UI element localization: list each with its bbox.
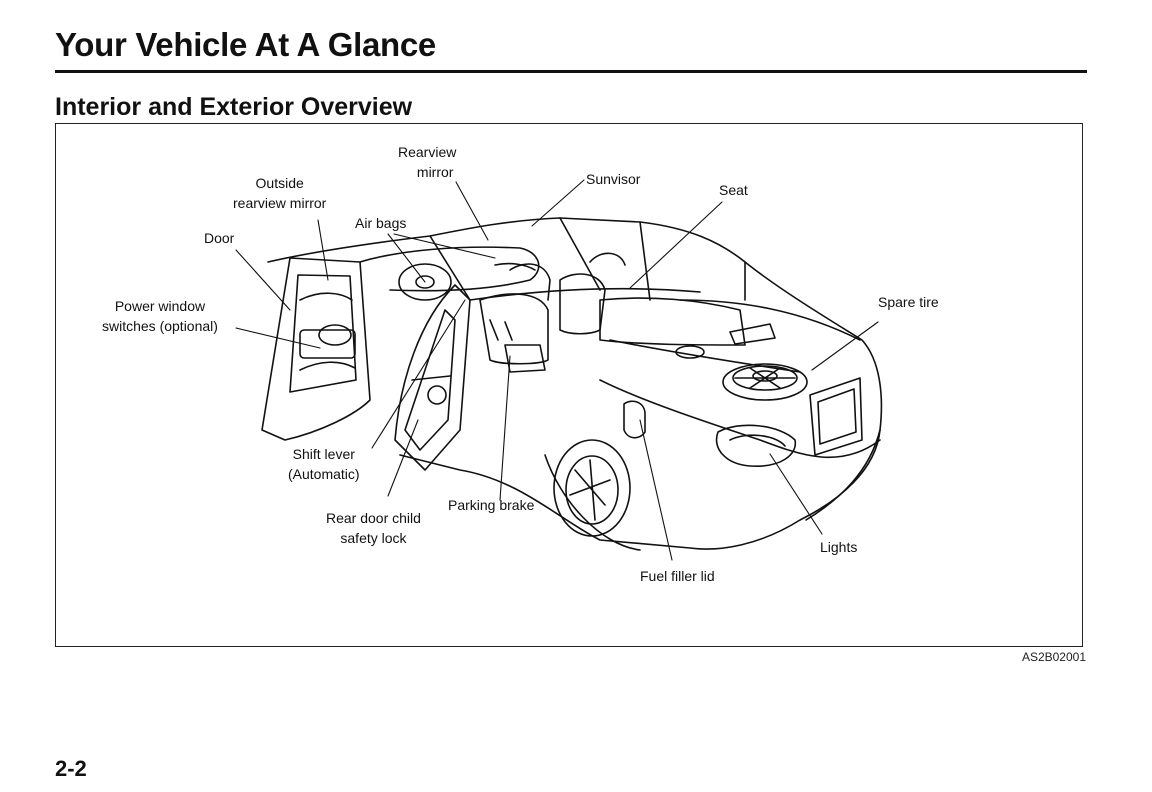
callout-fuel-filler-lid: Fuel filler lid <box>640 566 715 586</box>
callout-sunvisor: Sunvisor <box>586 169 640 189</box>
callout-door: Door <box>204 228 234 248</box>
rear-wheel <box>554 440 630 536</box>
figure-id: AS2B02001 <box>1022 650 1086 664</box>
page-number: 2-2 <box>55 756 87 782</box>
rear-door <box>395 285 470 470</box>
callout-seat: Seat <box>719 180 748 200</box>
callout-power-window-switches: Power window switches (optional) <box>102 296 218 336</box>
front-door <box>262 258 370 440</box>
callout-shift-lever: Shift lever (Automatic) <box>288 444 360 484</box>
callout-outside-mirror: Outside rearview mirror <box>233 173 326 213</box>
tail-light <box>717 378 862 466</box>
interior <box>360 247 745 372</box>
callout-air-bags: Air bags <box>355 213 406 233</box>
fuel-filler-lid <box>624 401 645 438</box>
spare-tire <box>676 324 807 400</box>
callout-lights: Lights <box>820 537 857 557</box>
callout-rear-door-child-lock: Rear door child safety lock <box>326 508 421 548</box>
callout-rearview-mirror: Rearview mirror <box>398 142 456 182</box>
callout-parking-brake: Parking brake <box>448 495 534 515</box>
callout-spare-tire: Spare tire <box>878 292 939 312</box>
